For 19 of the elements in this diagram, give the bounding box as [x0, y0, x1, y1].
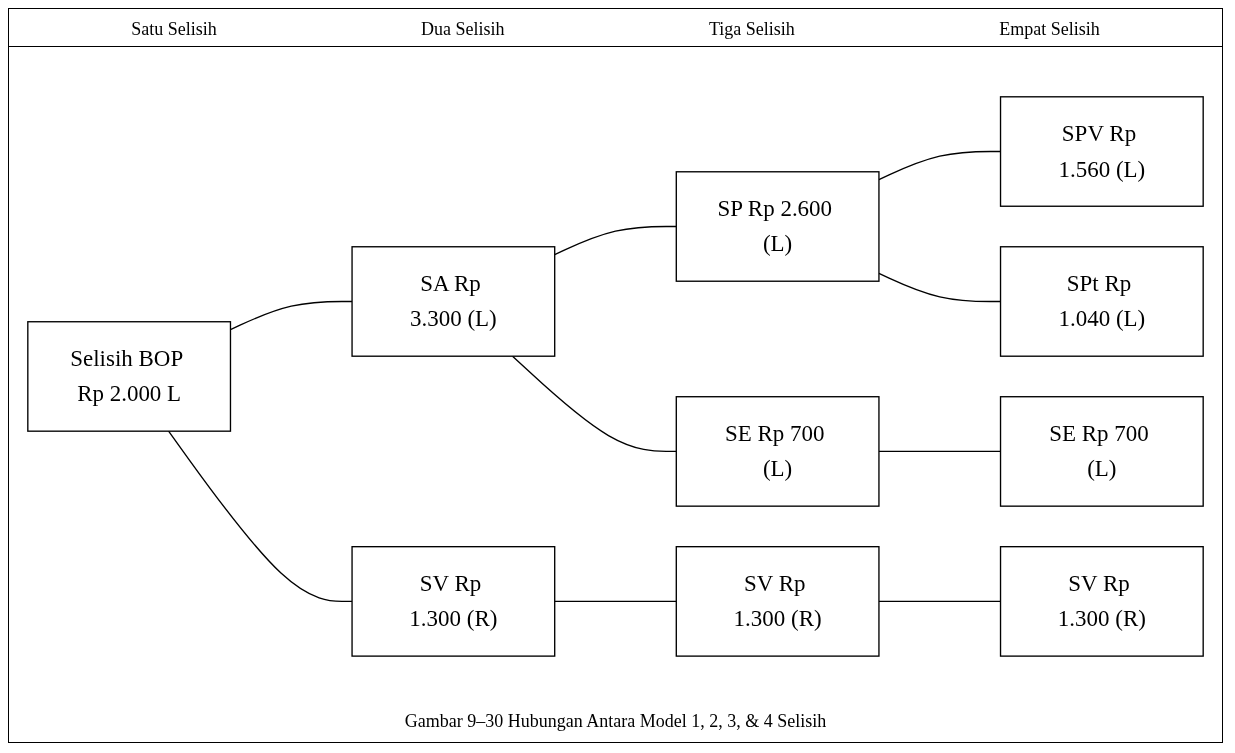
node-box: SV Rp 1.300 (R) [999, 545, 1204, 657]
connector [511, 355, 677, 452]
node-box: Selisih BOP Rp 2.000 L [27, 320, 232, 432]
column-heading: Satu Selisih [131, 19, 217, 40]
node-box: SP Rp 2.600 (L) [675, 170, 880, 282]
node-box: SE Rp 700 (L) [999, 395, 1204, 507]
connector [554, 600, 677, 602]
node-box: SV Rp 1.300 (R) [351, 545, 556, 657]
connector [554, 225, 677, 255]
column-heading: Dua Selisih [421, 19, 505, 40]
node-box: SE Rp 700 (L) [675, 395, 880, 507]
connector [167, 430, 353, 602]
node-box: SPV Rp 1.560 (L) [999, 95, 1204, 207]
figure-caption: Gambar 9–30 Hubungan Antara Model 1, 2, 3, & 4 Selisih [404, 711, 827, 731]
node-box: SPt Rp 1.040 (L) [999, 245, 1204, 357]
node-box: SA Rp 3.300 (L) [351, 245, 556, 357]
column-heading: Tiga Selisih [709, 19, 795, 40]
node-box: SV Rp 1.300 (R) [675, 545, 880, 657]
column-heading: Empat Selisih [999, 19, 1100, 40]
